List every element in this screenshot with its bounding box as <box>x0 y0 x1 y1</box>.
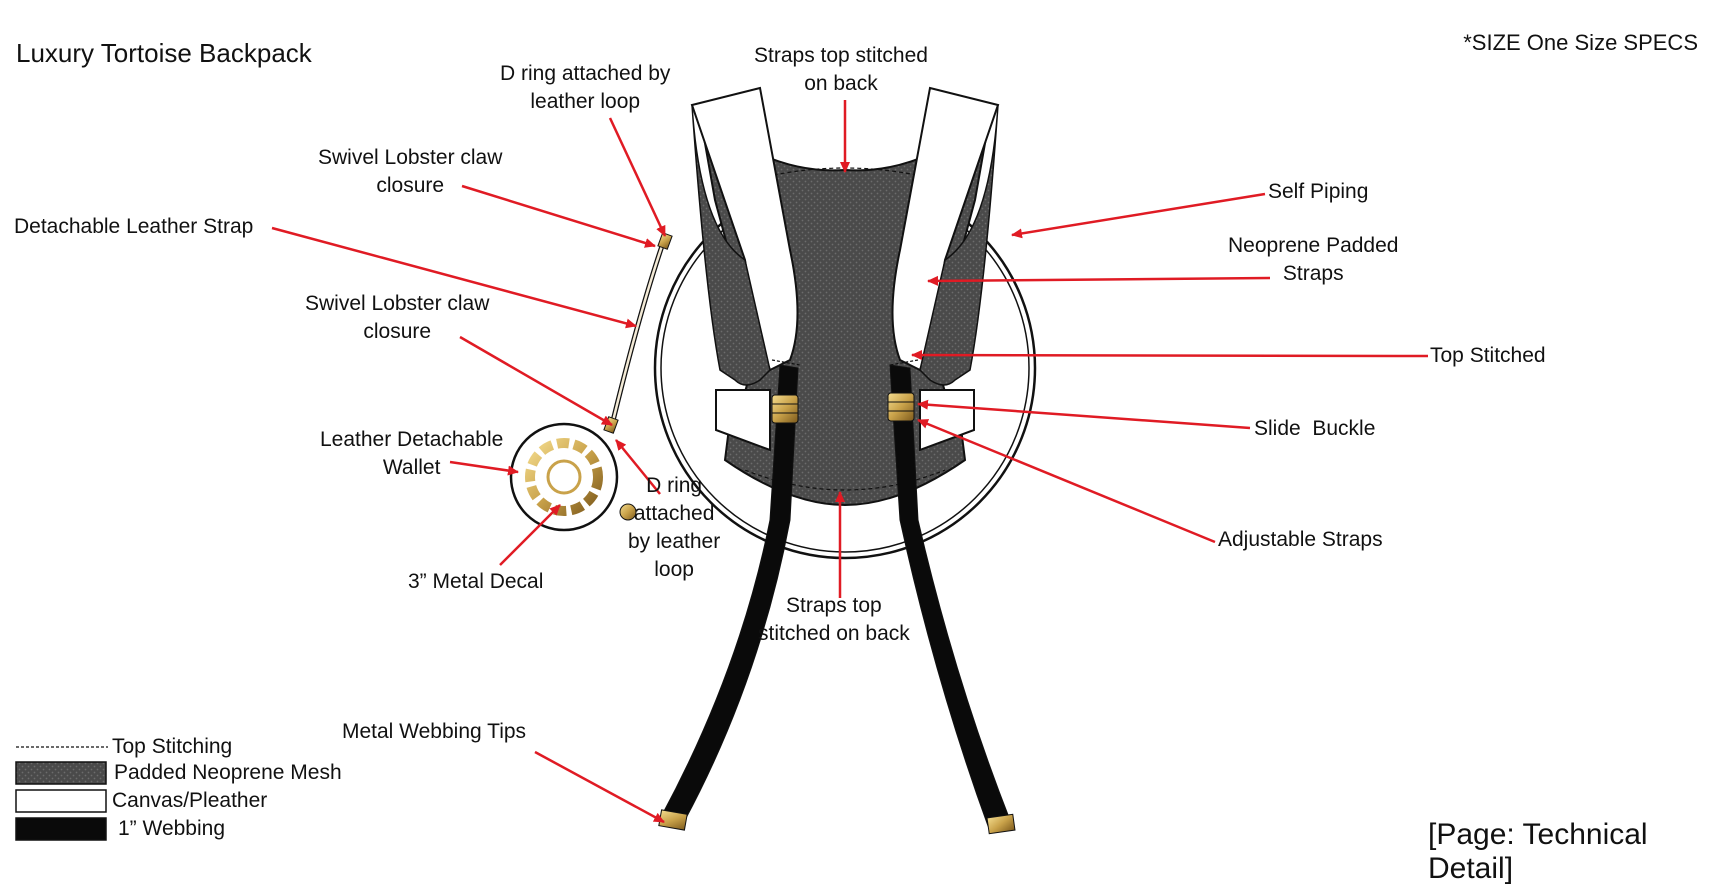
arrow-top-stitched <box>911 350 1429 361</box>
callout-metal-decal: 3” Metal Decal <box>408 570 544 593</box>
slide-buckle-left <box>771 394 799 424</box>
arrow-d-ring-top <box>608 117 667 237</box>
legend-item-webbing: 1” Webbing <box>118 817 226 840</box>
arrow-detachable-strap <box>271 226 637 329</box>
left-shoulder-strap <box>690 86 801 452</box>
legend-item-top-stitching: Top Stitching <box>112 735 233 758</box>
arrow-neoprene-straps <box>927 275 1271 286</box>
callout-adjustable-straps: Adjustable Straps <box>1218 528 1383 551</box>
legend-item-canvas: Canvas/Pleather <box>112 789 268 812</box>
legend-swatch-mesh <box>15 761 107 785</box>
legend-swatches <box>15 746 108 841</box>
legend-swatch-black <box>15 817 107 841</box>
arrow-d-ring-bottom <box>615 439 661 495</box>
size-specs: *SIZE One Size SPECS <box>1463 30 1698 55</box>
callout-metal-tips: Metal Webbing Tips <box>342 720 527 743</box>
leather-detachable-wallet <box>509 422 637 532</box>
arrow-self-piping <box>1011 192 1266 239</box>
arrow-adjustable-straps <box>917 418 1216 544</box>
right-shoulder-strap <box>889 86 1000 452</box>
arrow-metal-decal <box>499 504 561 566</box>
legend-swatch-white <box>15 789 107 813</box>
callout-slide-buckle: Slide Buckle <box>1254 417 1376 440</box>
arrow-wallet <box>449 460 519 476</box>
arrow-swivel-bottom <box>459 335 613 427</box>
page-label: [Page: Technical Detail] <box>1428 818 1648 885</box>
callout-detachable-strap: Detachable Leather Strap <box>14 215 254 238</box>
backpack-technical-drawing <box>15 86 1429 841</box>
arrow-swivel-top <box>461 184 656 248</box>
callout-arrows <box>271 100 1429 824</box>
callout-top-stitched: Top Stitched <box>1430 344 1546 367</box>
arrow-metal-tips <box>534 750 665 824</box>
slide-buckle-right <box>887 392 915 422</box>
page-title: Luxury Tortoise Backpack <box>16 38 312 68</box>
arrow-slide-buckle <box>917 399 1251 430</box>
legend-item-neoprene-mesh: Padded Neoprene Mesh <box>114 761 342 784</box>
callout-self-piping: Self Piping <box>1268 180 1369 203</box>
